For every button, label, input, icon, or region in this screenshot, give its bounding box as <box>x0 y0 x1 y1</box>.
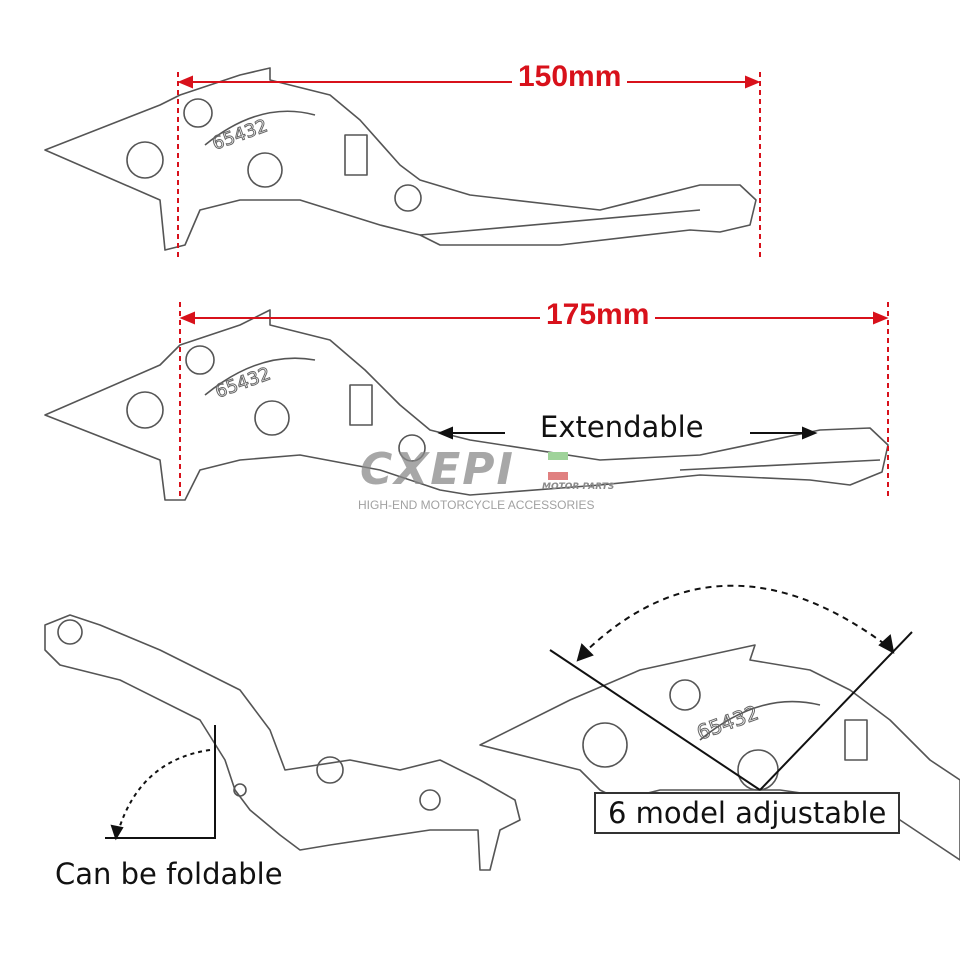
arrow-left-icon <box>177 75 193 89</box>
watermark-tagline: HIGH-END MOTORCYCLE ACCESSORIES <box>358 498 595 512</box>
logo-green-bar <box>548 452 568 460</box>
adjust-arc <box>581 584 891 656</box>
engraving-2: 65432 <box>213 363 274 402</box>
arrow-right-icon <box>873 311 889 325</box>
label-adjustable: 6 model adjustable <box>594 792 901 834</box>
arrow-left-icon <box>437 426 453 440</box>
logo-red-bar <box>548 472 568 480</box>
engraving-1: 65432 <box>210 115 271 154</box>
watermark-sub: MOTOR PARTS <box>542 482 615 492</box>
fold-bracket <box>105 725 216 839</box>
label-extendable: Extendable <box>540 410 704 444</box>
adjust-line-right <box>759 631 913 791</box>
adjust-line-left <box>549 649 761 791</box>
lever-150mm <box>44 67 757 251</box>
lever-folded <box>44 614 521 871</box>
arrow-icon <box>878 634 895 654</box>
arrow-down-icon <box>110 824 124 841</box>
label-foldable: Can be foldable <box>55 857 283 891</box>
arrow-left-icon <box>179 311 195 325</box>
arrow-right-icon <box>745 75 761 89</box>
engraving-3: 65432 <box>694 700 762 744</box>
arrow-icon <box>576 643 594 662</box>
watermark-logo: CXEPI <box>360 444 515 495</box>
arrow-right-icon <box>802 426 818 440</box>
fold-arc <box>117 749 211 833</box>
dimension-175: 175mm <box>540 298 656 332</box>
dimension-150: 150mm <box>512 60 628 94</box>
lever-175mm <box>44 309 889 501</box>
